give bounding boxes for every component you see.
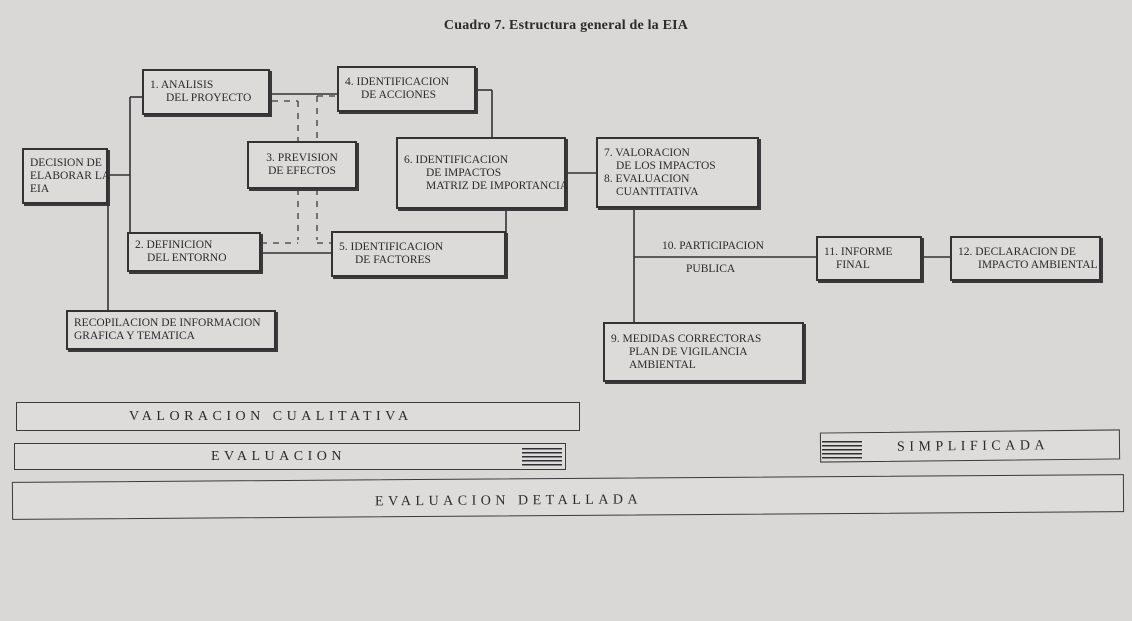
band-label: VALORACION CUALITATIVA xyxy=(129,409,413,424)
box-text: ELABORAR LA xyxy=(30,169,111,182)
box-text: AMBIENTAL xyxy=(629,358,696,371)
box-text: 9. MEDIDAS CORRECTORAS xyxy=(611,332,762,345)
box-identificacion-impactos: 6. IDENTIFICACION DE IMPACTOS MATRIZ DE … xyxy=(396,137,569,209)
box-text: IMPACTO AMBIENTAL xyxy=(978,258,1098,271)
hatch-pattern-simplificada xyxy=(822,441,862,461)
box-text: DE ACCIONES xyxy=(361,89,437,101)
hatch-pattern-evaluacion xyxy=(522,448,562,468)
box-text: 11. INFORME xyxy=(824,245,893,258)
band-valoracion-cualitativa: VALORACION CUALITATIVA xyxy=(16,402,580,431)
participacion-label: 10. PARTICIPACION xyxy=(662,240,764,252)
box-text: GRAFICA Y TEMATICA xyxy=(74,330,195,342)
box-text: PLAN DE VIGILANCIA xyxy=(629,345,748,358)
box-text: 12. DECLARACION DE xyxy=(958,245,1076,258)
box-text: 7. VALORACION xyxy=(604,146,690,159)
publica-label: PUBLICA xyxy=(686,263,736,275)
box-text: 1. ANALISIS xyxy=(150,79,214,91)
box-identificacion-factores: 5. IDENTIFICACION DE FACTORES xyxy=(331,231,506,277)
box-valoracion-impactos: 7. VALORACION DE LOS IMPACTOS 8. EVALUAC… xyxy=(596,137,759,208)
band-simplificada: SIMPLIFICADA xyxy=(819,429,1121,463)
box-text: 8. EVALUACION xyxy=(604,172,690,185)
box-text: 5. IDENTIFICACION xyxy=(339,241,444,253)
figure-title: Cuadro 7. Estructura general de la EIA xyxy=(443,18,689,33)
box-prevision-efectos: 3. PREVISION DE EFECTOS xyxy=(247,141,357,189)
box-text: DECISION DE xyxy=(30,156,102,169)
box-text: DE IMPACTOS xyxy=(426,166,502,179)
band-evaluacion: EVALUACION xyxy=(14,443,566,470)
box-text: RECOPILACION DE INFORMACION xyxy=(74,317,261,329)
band-evaluacion-detallada: EVALUACION DETALLADA xyxy=(11,474,1125,520)
box-text: DEL ENTORNO xyxy=(147,252,227,264)
box-text: MATRIZ DE IMPORTANCIA xyxy=(426,179,569,192)
box-definicion-entorno: 2. DEFINICION DEL ENTORNO xyxy=(127,232,261,272)
band-label: EVALUACION DETALLADA xyxy=(374,492,643,510)
box-text: DE EFECTOS xyxy=(268,165,336,177)
box-recopilacion-informacion: RECOPILACION DE INFORMACION GRAFICA Y TE… xyxy=(66,310,276,350)
box-text: FINAL xyxy=(836,258,870,271)
box-analisis-proyecto: 1. ANALISIS DEL PROYECTO xyxy=(142,69,270,115)
box-text: EIA xyxy=(30,182,50,195)
box-text: 2. DEFINICION xyxy=(135,239,213,251)
box-medidas-correctoras: 9. MEDIDAS CORRECTORAS PLAN DE VIGILANCI… xyxy=(603,322,804,382)
band-label: SIMPLIFICADA xyxy=(896,438,1050,455)
box-text: 6. IDENTIFICACION xyxy=(404,153,509,166)
box-text: DEL PROYECTO xyxy=(166,92,252,104)
box-text: CUANTITATIVA xyxy=(616,185,699,198)
box-decision-elaborar-eia: DECISION DE ELABORAR LA EIA xyxy=(22,148,111,204)
box-text: DE LOS IMPACTOS xyxy=(616,159,716,172)
box-text: 3. PREVISION xyxy=(266,152,338,164)
box-declaracion-impacto: 12. DECLARACION DE IMPACTO AMBIENTAL xyxy=(950,236,1101,281)
box-informe-final: 11. INFORME FINAL xyxy=(816,236,922,281)
band-label: EVALUACION xyxy=(211,449,346,464)
box-text: 4. IDENTIFICACION xyxy=(345,76,450,88)
box-text: DE FACTORES xyxy=(355,254,431,266)
box-identificacion-acciones: 4. IDENTIFICACION DE ACCIONES xyxy=(337,66,476,112)
